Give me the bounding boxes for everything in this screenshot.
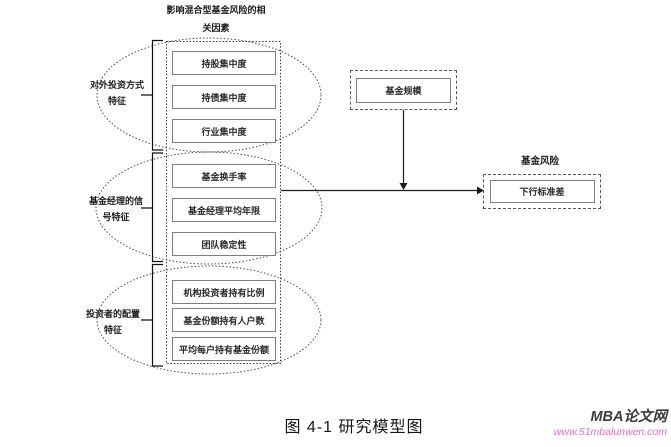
watermark-site-name: MBA论文网 xyxy=(590,409,667,425)
downside-stddev-dashed-box: 下行标准差 xyxy=(483,174,601,209)
figure-caption: 图 4-1 研究模型图 xyxy=(284,419,424,436)
fund-scale-dashed-box: 基金规模 xyxy=(350,70,457,110)
var-box-manager-avg-tenure: 基金经理平均年限 xyxy=(172,198,276,222)
variables-dashed-rectangle xyxy=(166,41,281,364)
group3-label-line2: 特征 xyxy=(103,326,122,336)
figure-heading: 影响混合型基金风险的相 关因素 xyxy=(106,2,326,38)
group3-oval-label: 投资者的配置 特征 xyxy=(68,307,158,339)
var-box-industry-concentration: 行业集中度 xyxy=(172,119,276,143)
watermark-url: www.51mbalunwen.com xyxy=(553,426,667,438)
group2-oval-label: 基金经理的信 号特征 xyxy=(71,194,161,226)
watermark: MBA论文网 www.51mbalunwen.com xyxy=(554,409,667,438)
group2-label-line2: 号特征 xyxy=(102,213,130,223)
group1-dashed-ellipse xyxy=(96,37,322,153)
var-box-stock-concentration: 持股集中度 xyxy=(172,51,276,75)
var-box-holder-account-count: 基金份额持有人户数 xyxy=(172,308,276,332)
fund-scale-box: 基金规模 xyxy=(356,77,451,103)
var-box-avg-shares-per-account: 平均每户持有基金份额 xyxy=(172,337,276,361)
group3-dashed-ellipse xyxy=(96,265,322,375)
group1-bracket xyxy=(141,39,163,151)
var-box-institutional-holding-ratio: 机构投资者持有比例 xyxy=(172,280,276,304)
group3-label-line1: 投资者的配置 xyxy=(85,310,140,320)
fund-risk-title: 基金风险 xyxy=(520,156,559,167)
group1-label-line1: 对外投资方式 xyxy=(89,81,144,91)
var-box-bond-concentration: 持债集中度 xyxy=(172,85,276,109)
var-box-team-stability: 团队稳定性 xyxy=(172,232,276,256)
main-effect-arrowhead xyxy=(477,186,484,195)
group1-label-line2: 特征 xyxy=(107,97,126,107)
var-box-fund-turnover: 基金换手率 xyxy=(172,164,276,188)
group3-bracket xyxy=(141,263,163,367)
figure-heading-line1: 影响混合型基金风险的相 xyxy=(166,6,266,16)
downside-stddev-box: 下行标准差 xyxy=(489,180,595,203)
moderator-arrowhead xyxy=(399,183,408,190)
group2-dashed-ellipse xyxy=(95,151,323,265)
group1-oval-label: 对外投资方式 特征 xyxy=(72,78,162,110)
group2-label-line1: 基金经理的信 xyxy=(88,197,143,207)
group2-bracket xyxy=(141,152,163,263)
figure-heading-line2: 关因素 xyxy=(202,24,230,34)
